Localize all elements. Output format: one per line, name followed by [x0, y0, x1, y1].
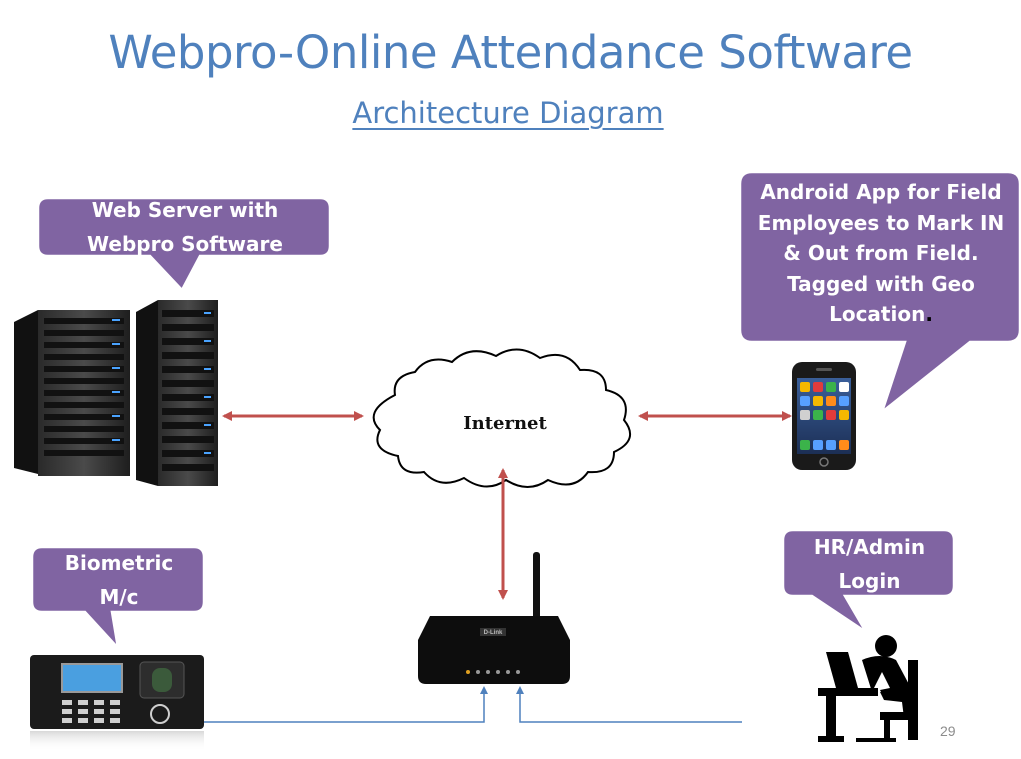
internet-label: Internet — [463, 413, 547, 434]
page-number: 29 — [940, 723, 956, 739]
page-subtitle: Architecture Diagram — [352, 96, 664, 130]
callout-line: Web Server with — [91, 198, 279, 222]
callout-hr-admin — [781, 528, 956, 634]
smartphone-icon — [792, 362, 856, 470]
callout-web-server — [36, 196, 332, 293]
callout-line: M/c — [99, 585, 139, 609]
callout-line: & Out from Field. — [783, 241, 979, 265]
connector-biometric-router — [204, 686, 488, 723]
callout-line: Android App for Field — [760, 180, 1002, 204]
callout-biometric-text: Biometric M/c — [34, 546, 204, 614]
callout-line: Tagged with Geo — [787, 271, 975, 296]
callout-period: . — [925, 302, 933, 326]
callout-line: Location. — [742, 299, 1020, 330]
callout-line: HR/Admin — [813, 535, 926, 559]
callout-web-server-text: Web Server with Webpro Software — [40, 193, 330, 261]
callout-hr-admin-text: HR/Admin Login — [785, 530, 954, 598]
wifi-router-icon — [418, 552, 570, 684]
fingerprint-scanner-icon — [30, 655, 204, 751]
callout-android-app — [738, 170, 1021, 416]
callout-line: Biometric — [64, 551, 174, 575]
callout-android-app-text: Android App for Field Employees to Mark … — [742, 177, 1020, 330]
connector-hr-router — [516, 686, 742, 723]
callout-biometric — [30, 545, 206, 652]
callout-word: Location — [829, 302, 926, 326]
page-title: Webpro-Online Attendance Software — [108, 26, 913, 79]
callout-line: Webpro Software — [87, 232, 283, 256]
internet-cloud — [372, 348, 632, 488]
callout-line: Login — [838, 569, 901, 593]
router-brand: D-Link — [484, 630, 503, 636]
server-rack-icon — [14, 300, 218, 486]
callout-line: Employees to Mark IN — [757, 210, 1005, 235]
person-at-computer-icon — [818, 635, 918, 742]
